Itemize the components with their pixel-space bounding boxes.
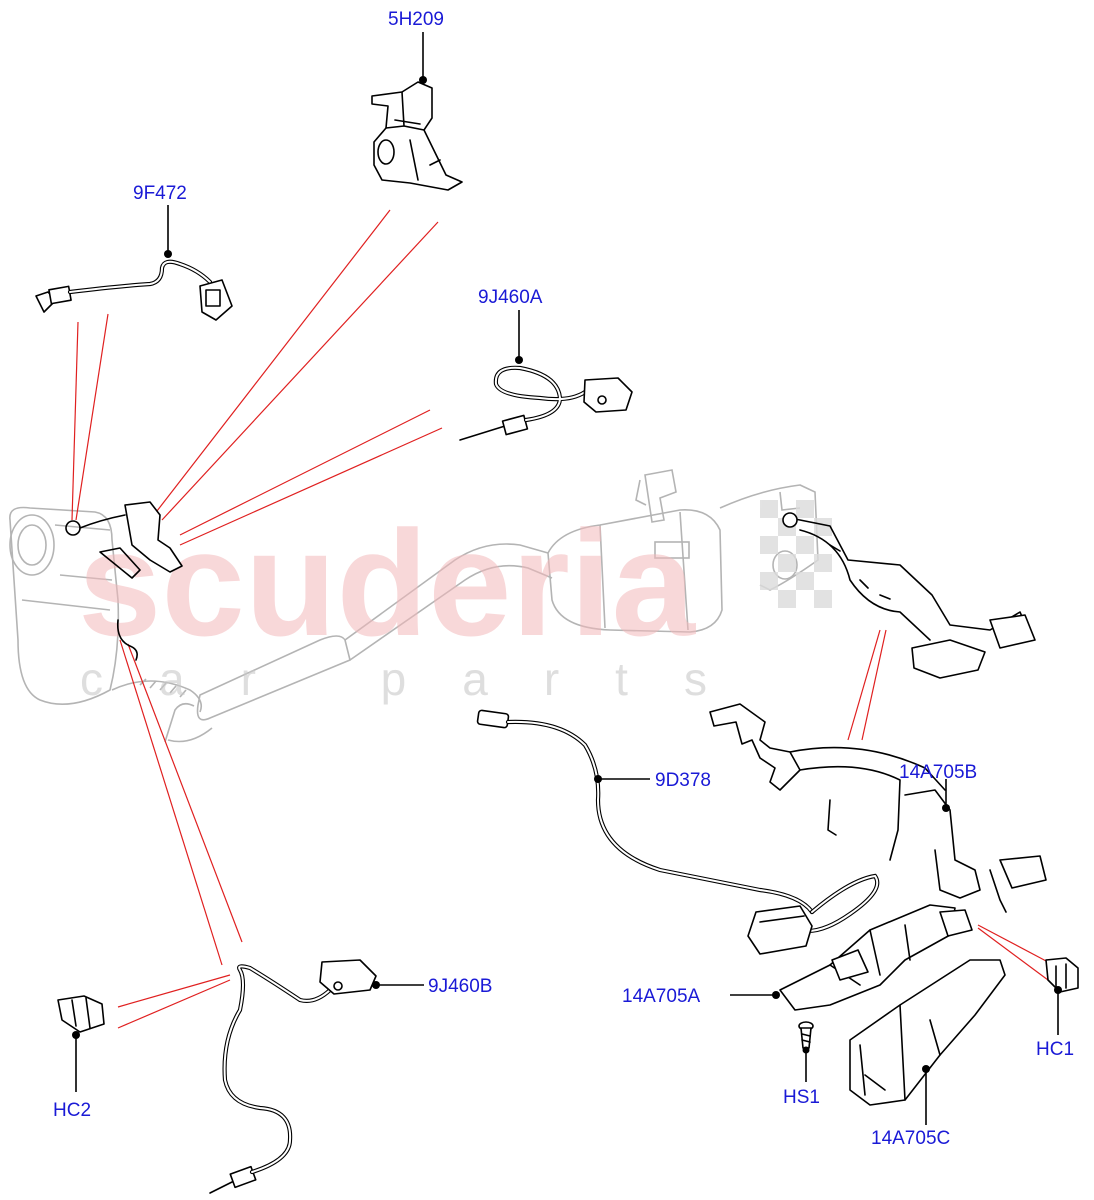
part-14A705B bbox=[709, 703, 1047, 913]
part-14A705C bbox=[849, 959, 1006, 1106]
callout-9J460B[interactable]: 9J460B bbox=[428, 976, 492, 997]
callout-14A705B[interactable]: 14A705B bbox=[899, 762, 977, 783]
watermark-sub: car parts bbox=[80, 653, 763, 705]
callout-14A705A[interactable]: 14A705A bbox=[622, 986, 701, 1007]
callout-9D378[interactable]: 9D378 bbox=[655, 770, 711, 791]
callout-14A705C[interactable]: 14A705C bbox=[871, 1128, 950, 1149]
installed-sensor-cluster bbox=[65, 501, 183, 661]
part-9D378 bbox=[476, 709, 880, 955]
part-9F472 bbox=[35, 259, 233, 321]
callout-HC2[interactable]: HC2 bbox=[53, 1100, 91, 1121]
callout-9F472[interactable]: 9F472 bbox=[133, 183, 187, 204]
callout-HS1[interactable]: HS1 bbox=[783, 1087, 820, 1108]
callout-5H209[interactable]: 5H209 bbox=[388, 9, 444, 30]
part-14A705A bbox=[779, 904, 973, 1011]
installed-harness-assembly bbox=[782, 512, 1036, 679]
callout-9J460A[interactable]: 9J460A bbox=[478, 287, 543, 308]
part-HS1 bbox=[798, 1021, 814, 1049]
pointer-lines bbox=[71, 209, 1049, 1029]
part-9J460B bbox=[209, 959, 377, 1194]
watermark-main: scuderia bbox=[78, 499, 697, 667]
part-HC2 bbox=[57, 995, 105, 1033]
part-5H209 bbox=[371, 81, 463, 191]
callout-HC1[interactable]: HC1 bbox=[1036, 1039, 1074, 1060]
exhaust-system-ghost bbox=[9, 469, 832, 743]
part-9J460A bbox=[459, 365, 633, 441]
part-HC1 bbox=[1045, 957, 1079, 993]
